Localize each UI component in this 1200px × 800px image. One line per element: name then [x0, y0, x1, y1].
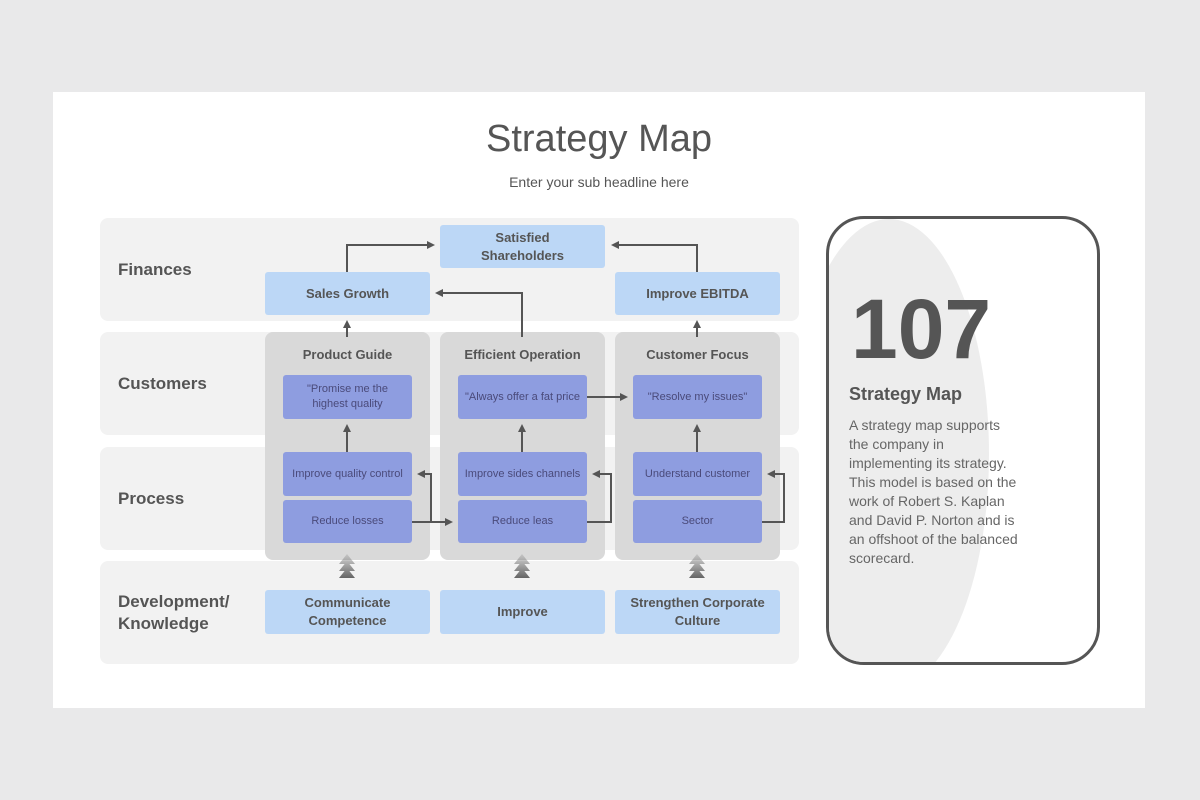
column-title: Product Guide — [302, 347, 393, 362]
loop-arrow-1 — [412, 470, 432, 523]
improve-ebitda-box: Improve EBITDA — [615, 272, 780, 315]
card-body: A strategy map supports the company in i… — [849, 417, 1018, 566]
process-box-bottom: Sector — [633, 500, 762, 543]
process-box-top: Improve quality control — [283, 452, 412, 496]
arrow-sales-to-shareholders — [346, 241, 435, 272]
row-label-finances: Finances — [118, 260, 192, 279]
column-title: Customer Focus — [646, 347, 749, 362]
slide: Strategy Map Enter your sub headline her… — [53, 92, 1145, 708]
process-box-bottom: Reduce losses — [283, 500, 412, 543]
quote-box: "Resolve my issues" — [633, 375, 762, 419]
row-label-development: Development/ Knowledge — [118, 592, 230, 633]
card-title: Strategy Map — [849, 384, 963, 404]
process-box-top: Understand customer — [633, 452, 762, 496]
quote-box: "Promise me the highest quality — [283, 375, 412, 419]
page-title: Strategy Map — [486, 118, 712, 160]
sales-growth-box: Sales Growth — [265, 272, 430, 315]
card-number: 107 — [851, 282, 992, 376]
loop-arrow-3 — [762, 470, 785, 523]
row-label-process: Process — [118, 489, 185, 508]
satisfied-shareholders-box: Satisfied Shareholders — [440, 225, 605, 268]
page-subtitle: Enter your sub headline here — [509, 174, 689, 190]
development-box: Communicate Competence — [265, 590, 430, 634]
process-box-bottom: Reduce leas — [458, 500, 587, 543]
arrow-operation-to-sales — [435, 289, 523, 337]
quote-box: "Always offer a fat price — [458, 375, 587, 419]
process-box-top: Improve sides channels — [458, 452, 587, 496]
development-box: Improve — [440, 590, 605, 634]
connector-arrows — [339, 241, 785, 578]
development-chevrons — [339, 554, 705, 578]
arrow-ebitda-to-shareholders — [611, 241, 698, 272]
info-card: 107 Strategy Map A strategy map supports… — [826, 216, 1100, 665]
column-title: Efficient Operation — [464, 347, 581, 362]
development-box: Strengthen Corporate Culture — [615, 590, 780, 634]
row-label-customers: Customers — [118, 374, 207, 393]
loop-arrow-2 — [587, 470, 612, 523]
